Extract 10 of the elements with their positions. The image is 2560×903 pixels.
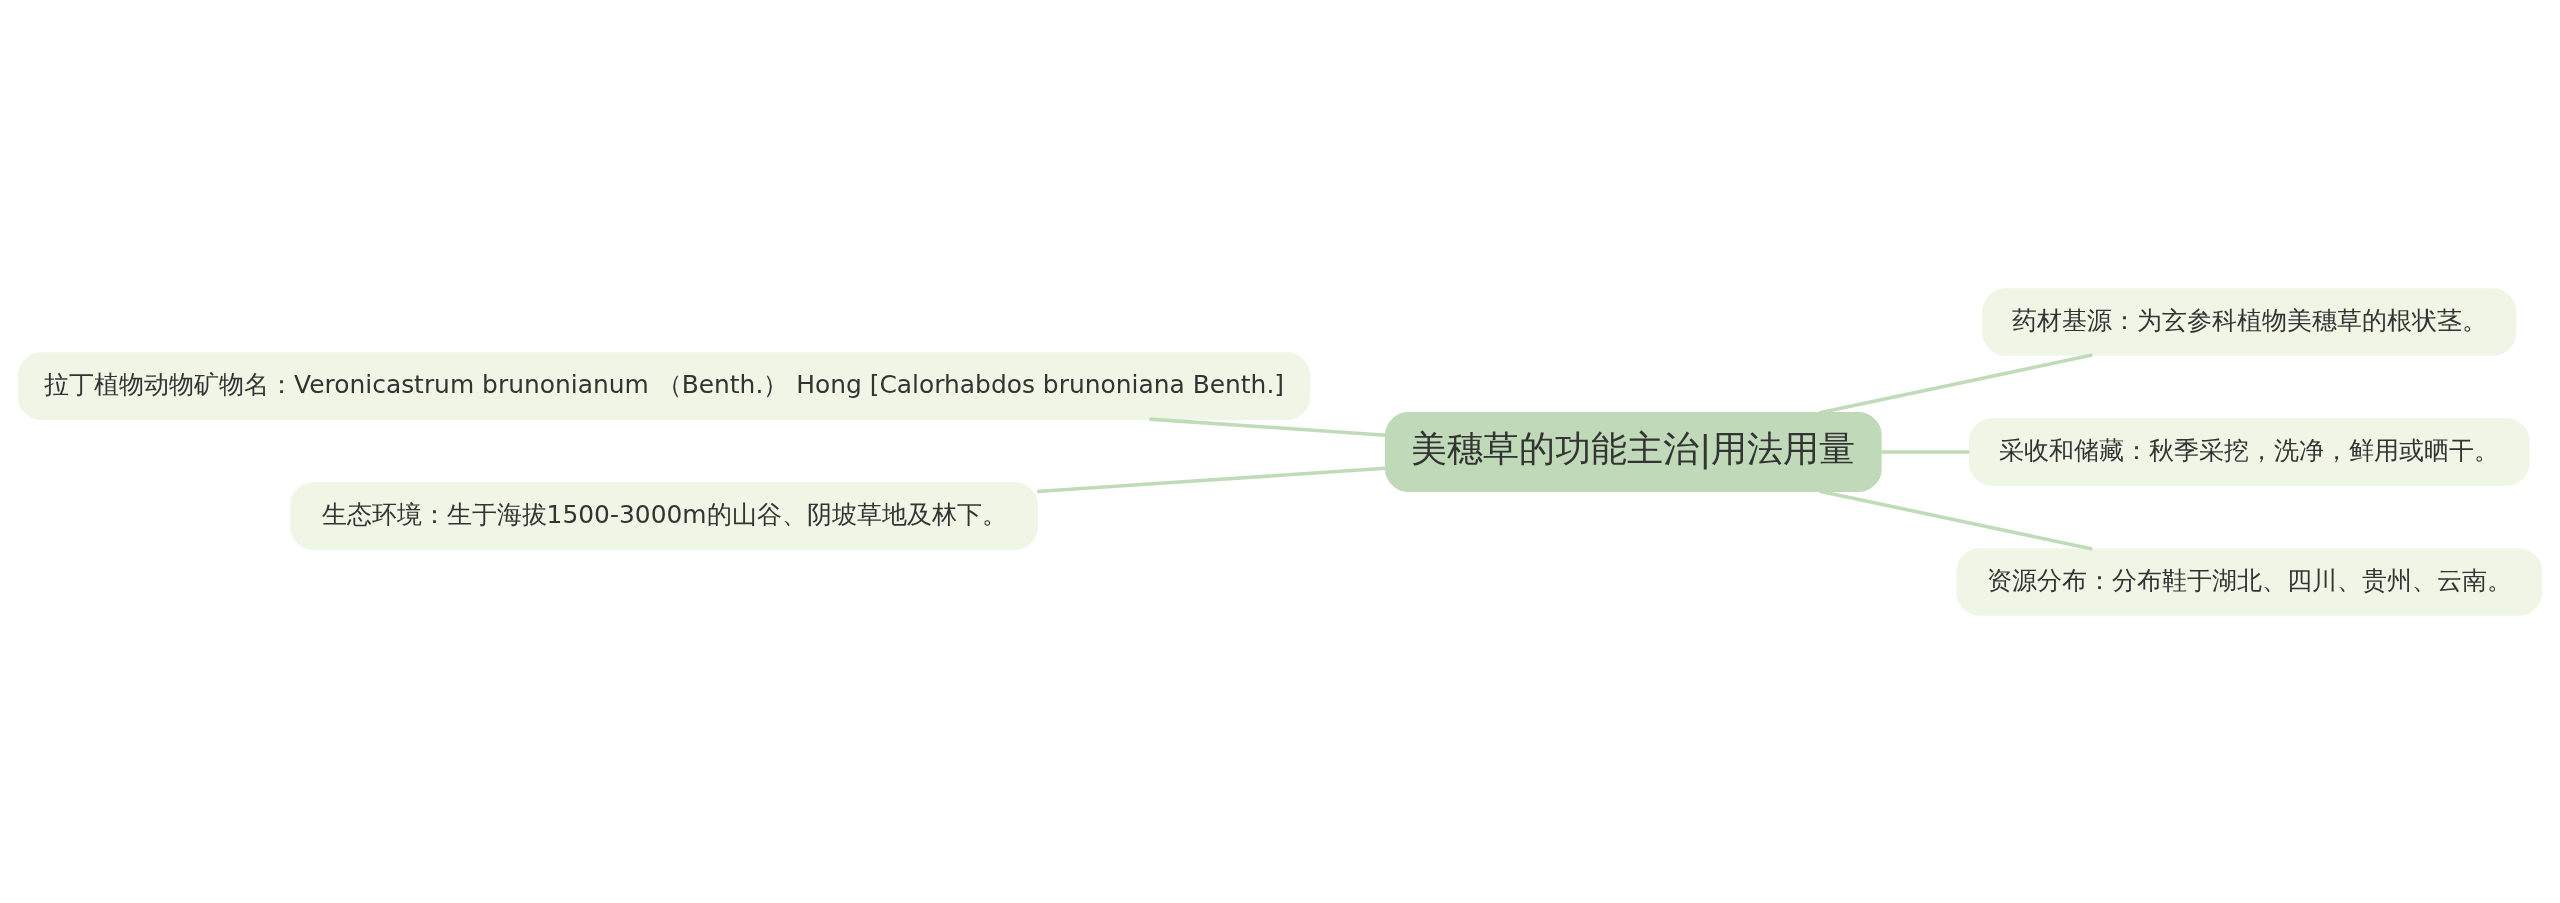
- connector: [1037, 466, 1386, 493]
- node-box: 资源分布：分布鞋于湖北、四川、贵州、云南。: [1956, 547, 2543, 616]
- node-box: 采收和储藏：秋季采挖，洗净，鲜用或晒干。: [1968, 417, 2530, 486]
- node-box: 拉丁植物动物矿物名：Veronicastrum brunonianum （Benth.） Hong [Calorhabdos brunoniana Benth.]: [17, 351, 1311, 420]
- node-box: 药材基源：为玄参科植物美穗草的根状茎。: [1982, 287, 2517, 356]
- node-box: 美穗草的功能主治|用法用量: [1385, 411, 1882, 492]
- connector: [1149, 416, 1386, 437]
- connector: [1881, 449, 1970, 454]
- connector: [1819, 352, 2093, 415]
- node-box: 生态环境：生于海拔1500-3000m的山谷、阴坡草地及林下。: [290, 481, 1038, 550]
